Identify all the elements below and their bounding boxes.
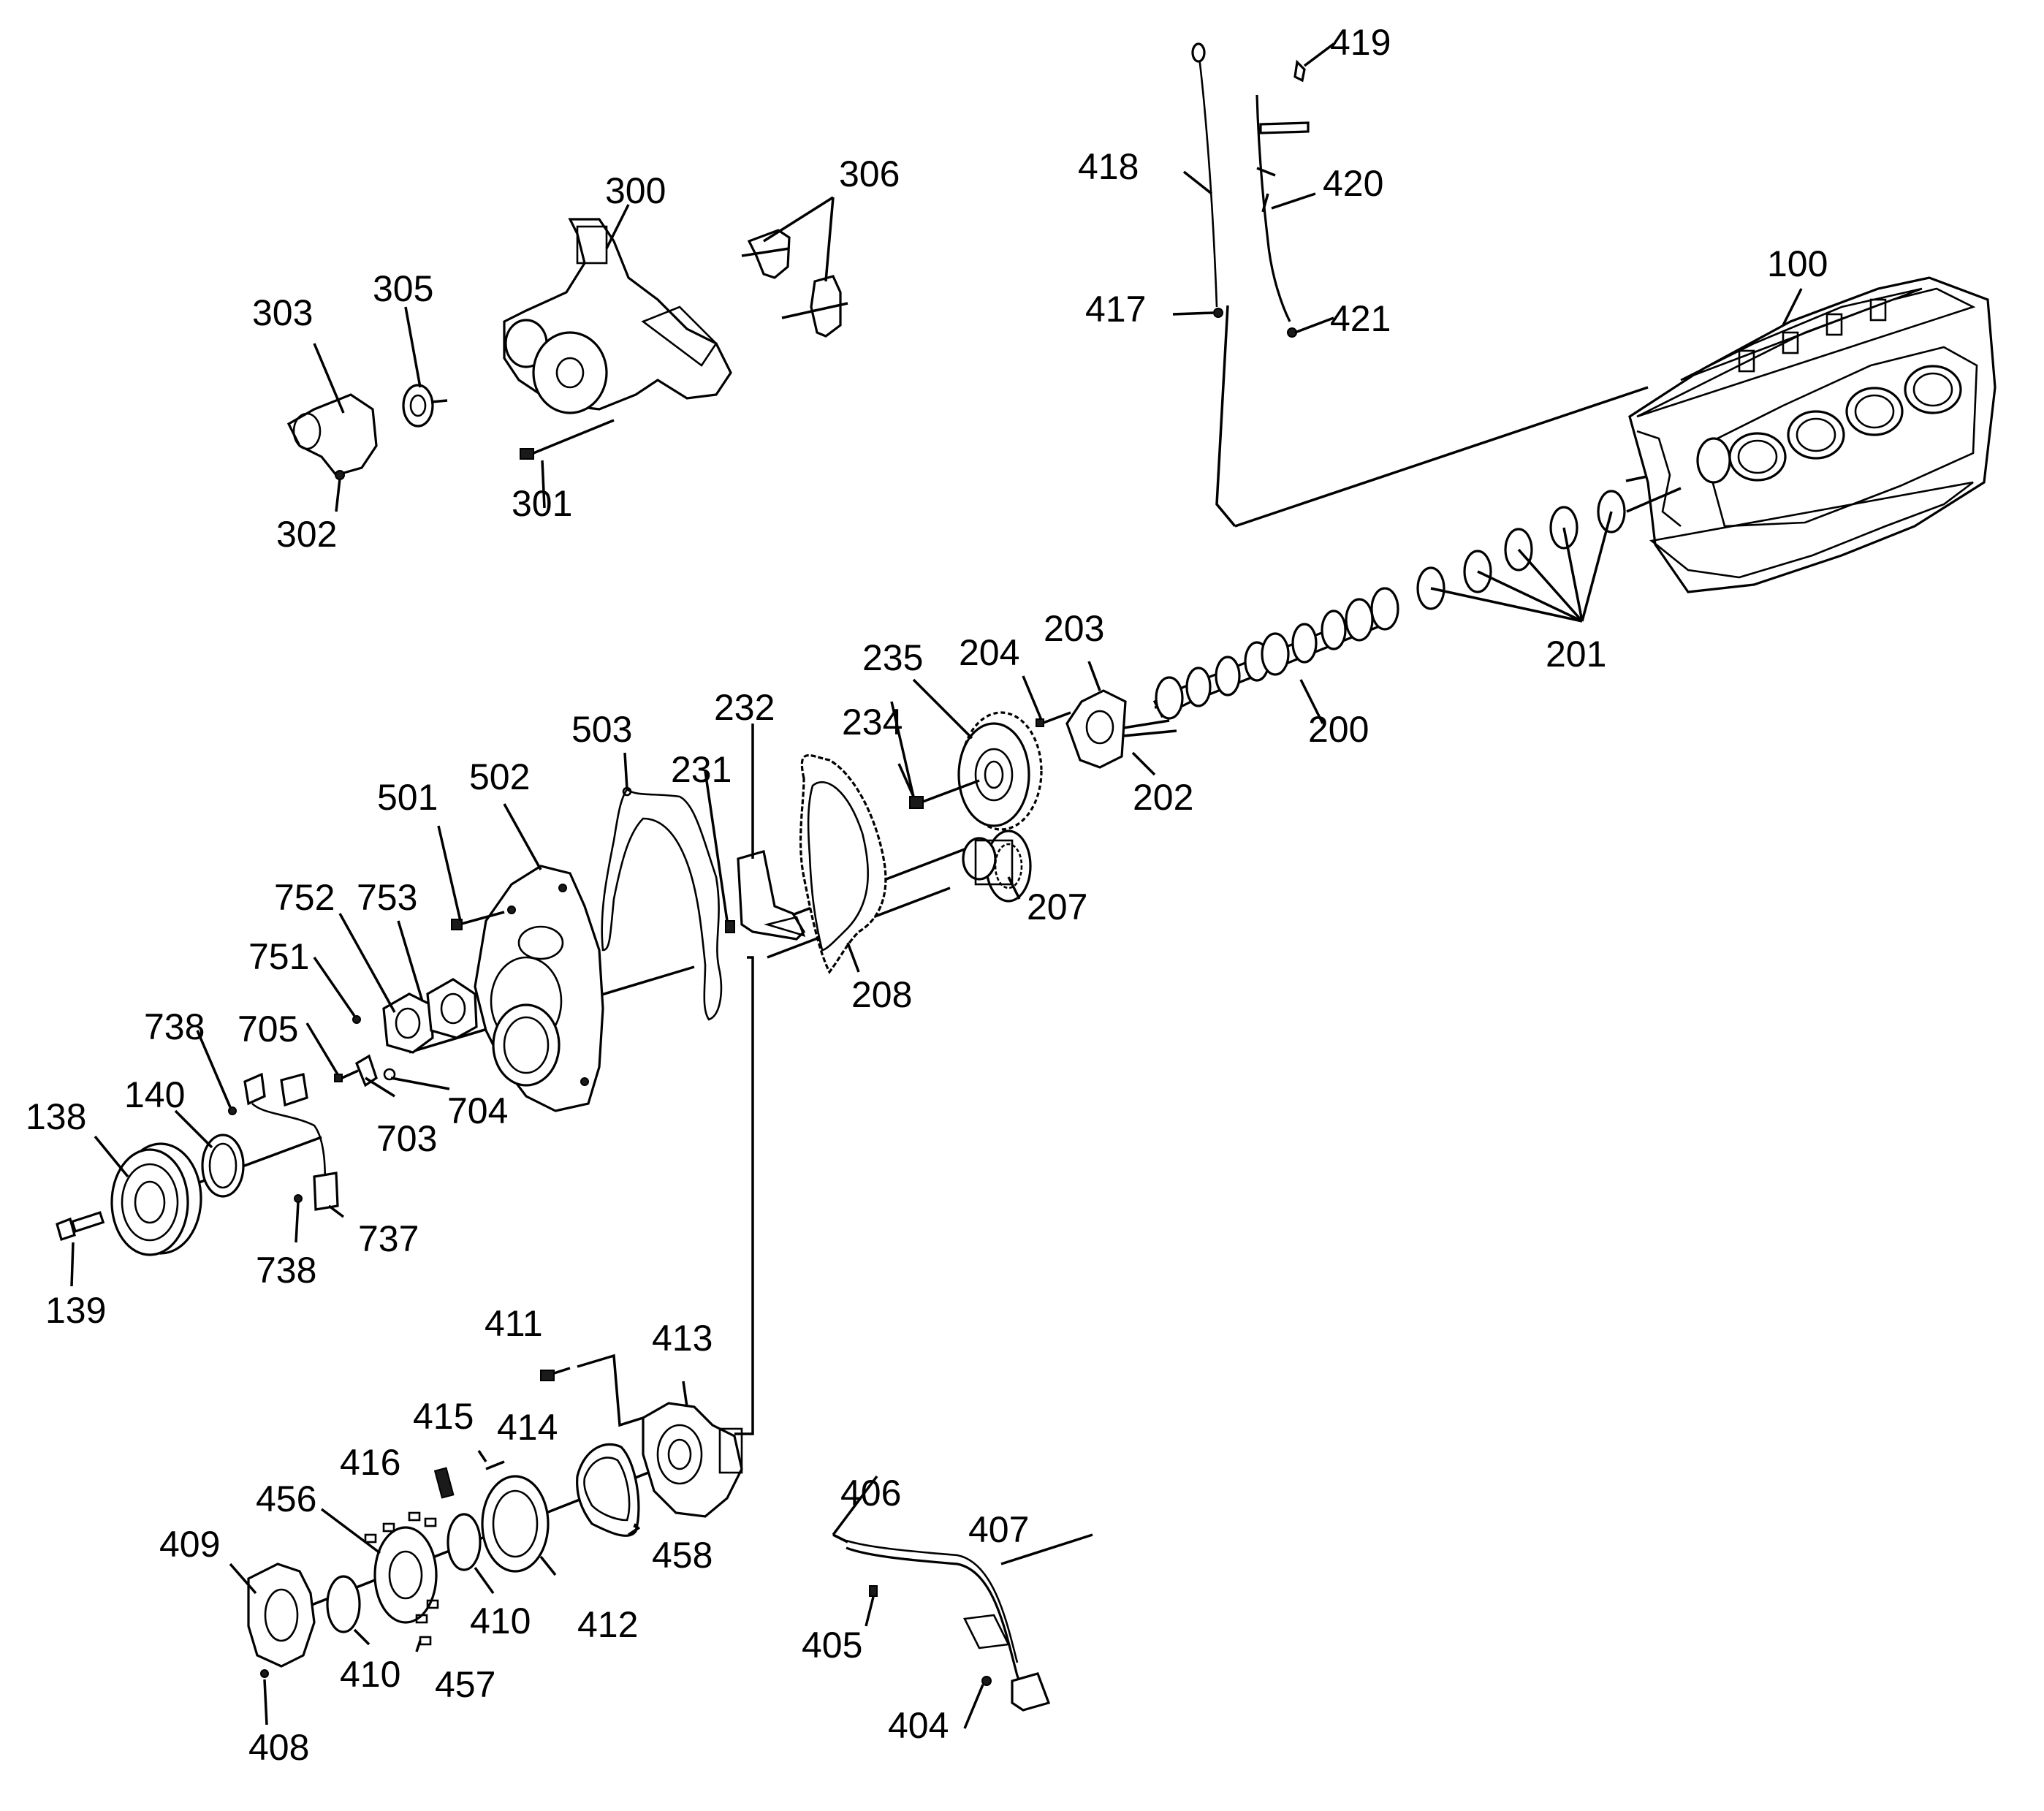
label-414: 414: [497, 1407, 558, 1448]
label-139: 139: [45, 1290, 106, 1331]
label-502: 502: [469, 756, 530, 797]
label-738-upper: 738: [144, 1006, 205, 1047]
crankshaft-balancer: [56, 1134, 245, 1256]
timing-chain: [799, 754, 887, 975]
oil-pump-gasket: [576, 1443, 640, 1537]
cam-retainer-plate: [1036, 689, 1141, 769]
label-411: 411: [485, 1303, 543, 1344]
label-305: 305: [373, 268, 433, 309]
water-pump: [503, 218, 732, 460]
label-302: 302: [276, 514, 337, 555]
part-number-labels: 100 201 200 202 203 204 235 234 207 208 …: [26, 22, 1828, 1768]
label-410-left: 410: [340, 1654, 400, 1695]
oil-pump-body: [247, 1563, 316, 1678]
label-202: 202: [1133, 777, 1193, 818]
label-208: 208: [851, 974, 912, 1015]
label-418: 418: [1078, 146, 1139, 187]
label-410-right: 410: [470, 1601, 531, 1641]
label-231: 231: [671, 749, 732, 790]
label-200: 200: [1308, 709, 1369, 750]
label-412: 412: [577, 1604, 638, 1645]
chain-tensioner: [725, 849, 806, 941]
camshaft: [1152, 587, 1399, 720]
label-300: 300: [605, 170, 666, 211]
label-234: 234: [842, 702, 903, 743]
crank-sensor-harness: [228, 1072, 339, 1211]
label-416: 416: [340, 1442, 400, 1483]
label-306: 306: [839, 153, 900, 194]
label-408: 408: [248, 1727, 309, 1768]
label-457: 457: [435, 1664, 495, 1705]
label-737: 737: [358, 1218, 419, 1259]
timing-cover-gasket: [601, 786, 723, 1021]
cam-bearings: [1416, 487, 1682, 610]
label-458: 458: [652, 1535, 713, 1576]
label-301: 301: [512, 483, 572, 524]
oil-pump: [540, 1353, 743, 1518]
label-705: 705: [238, 1009, 298, 1049]
oil-pump-internals: [326, 1450, 505, 1646]
front-timing-cover: [451, 865, 604, 1112]
label-738-lower: 738: [256, 1250, 316, 1291]
label-421: 421: [1330, 298, 1391, 339]
label-140: 140: [124, 1074, 185, 1115]
label-404: 404: [888, 1705, 949, 1746]
label-232: 232: [714, 687, 775, 728]
label-203: 203: [1044, 608, 1104, 649]
label-420: 420: [1323, 163, 1383, 204]
label-303: 303: [252, 292, 313, 333]
label-417: 417: [1085, 289, 1146, 330]
oil-dipstick-and-tube: [1191, 42, 1310, 338]
label-100: 100: [1767, 243, 1828, 284]
oil-pump-cover: [481, 1475, 550, 1573]
label-456: 456: [256, 1478, 316, 1519]
label-419: 419: [1330, 22, 1391, 63]
label-501: 501: [377, 777, 438, 818]
label-413: 413: [652, 1318, 713, 1359]
crank-sprocket: [962, 829, 1032, 903]
cam-sprocket: [909, 711, 1043, 831]
label-405: 405: [802, 1625, 862, 1666]
oil-pickup-tube: [832, 1533, 1051, 1712]
label-704: 704: [447, 1090, 508, 1131]
label-407: 407: [968, 1509, 1029, 1550]
label-415: 415: [413, 1396, 474, 1437]
label-752: 752: [274, 877, 335, 918]
label-406: 406: [840, 1473, 901, 1514]
label-204: 204: [959, 632, 1019, 673]
assembly-center-lines: [127, 305, 1711, 1631]
water-pump-gaskets: [741, 229, 848, 338]
label-753: 753: [357, 877, 417, 918]
label-207: 207: [1027, 886, 1087, 927]
engine-block: [1628, 276, 1996, 593]
label-235: 235: [862, 637, 923, 678]
label-751: 751: [248, 936, 309, 977]
label-503: 503: [571, 709, 632, 750]
label-703: 703: [376, 1118, 437, 1159]
cam-position-sensor-group: [334, 978, 478, 1087]
leader-lines: [70, 42, 1803, 1729]
label-201: 201: [1546, 634, 1606, 675]
thermostat-housing: [286, 384, 448, 480]
label-409: 409: [159, 1524, 220, 1565]
label-138: 138: [26, 1096, 86, 1137]
